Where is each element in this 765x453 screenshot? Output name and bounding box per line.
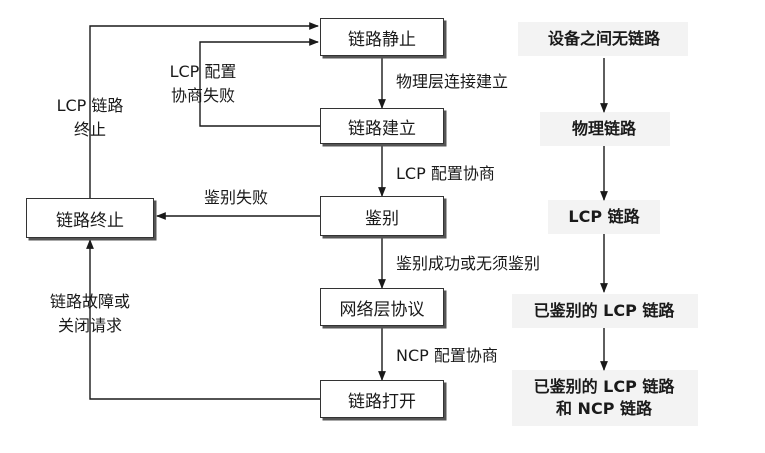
state-band [548, 200, 660, 234]
box-link-establish: 链路建立 [320, 108, 444, 144]
label-lcp-fail-line1: LCP 配置 [169, 62, 237, 81]
label-lcp-terminate-line1: LCP 链路 [56, 96, 124, 115]
label-lcp-fail: LCP 配置 协商失败 [160, 60, 246, 108]
state-authenticated-lcp-ncp: 已鉴别的 LCP 链路 和 NCP 链路 [504, 376, 704, 420]
label-lcp-terminate: LCP 链路 终止 [44, 94, 136, 142]
box-link-open: 链路打开 [320, 380, 444, 418]
state-physical-link: 物理链路 [514, 118, 694, 140]
arrow-negotiation-fail [199, 38, 320, 127]
box-authenticate: 鉴别 [320, 196, 444, 236]
state-band [512, 370, 698, 426]
state-band [512, 294, 698, 328]
state-lcp-link: LCP 链路 [514, 206, 694, 228]
state-no-link-text: 设备之间无链路 [547, 29, 660, 48]
label-auth-fail: 鉴别失败 [204, 188, 269, 207]
state-authenticated-lcp-text: 已鉴别的 LCP 链路 [533, 301, 675, 320]
state-lcp-link-text: LCP 链路 [568, 207, 640, 226]
box-link-terminate: 链路终止 [26, 198, 154, 238]
state-no-link: 设备之间无链路 [514, 28, 694, 50]
label-fault-line1: 链路故障或 [49, 292, 130, 311]
label-fault: 链路故障或 关闭请求 [30, 290, 150, 338]
state-band [518, 22, 688, 56]
label-fault-line2: 关闭请求 [57, 316, 122, 335]
label-auth-ok: 鉴别成功或无须鉴别 [396, 254, 541, 273]
label-ncp-negotiate: NCP 配置协商 [396, 346, 498, 365]
box-network-protocol: 网络层协议 [320, 288, 444, 326]
arrow-fault [86, 239, 320, 400]
state-authenticated-lcp-ncp-line1: 已鉴别的 LCP 链路 [533, 377, 675, 396]
label-physical-connect: 物理层连接建立 [396, 72, 509, 91]
state-band [540, 112, 670, 146]
state-physical-link-text: 物理链路 [571, 119, 636, 138]
label-lcp-negotiate: LCP 配置协商 [396, 164, 495, 183]
state-authenticated-lcp: 已鉴别的 LCP 链路 [504, 300, 704, 322]
label-lcp-fail-line2: 协商失败 [170, 86, 235, 105]
box-link-idle: 链路静止 [320, 18, 444, 56]
arrow-terminate-to-idle [89, 22, 319, 198]
state-authenticated-lcp-ncp-line2: 和 NCP 链路 [555, 399, 652, 418]
label-lcp-terminate-line2: 终止 [73, 120, 106, 139]
